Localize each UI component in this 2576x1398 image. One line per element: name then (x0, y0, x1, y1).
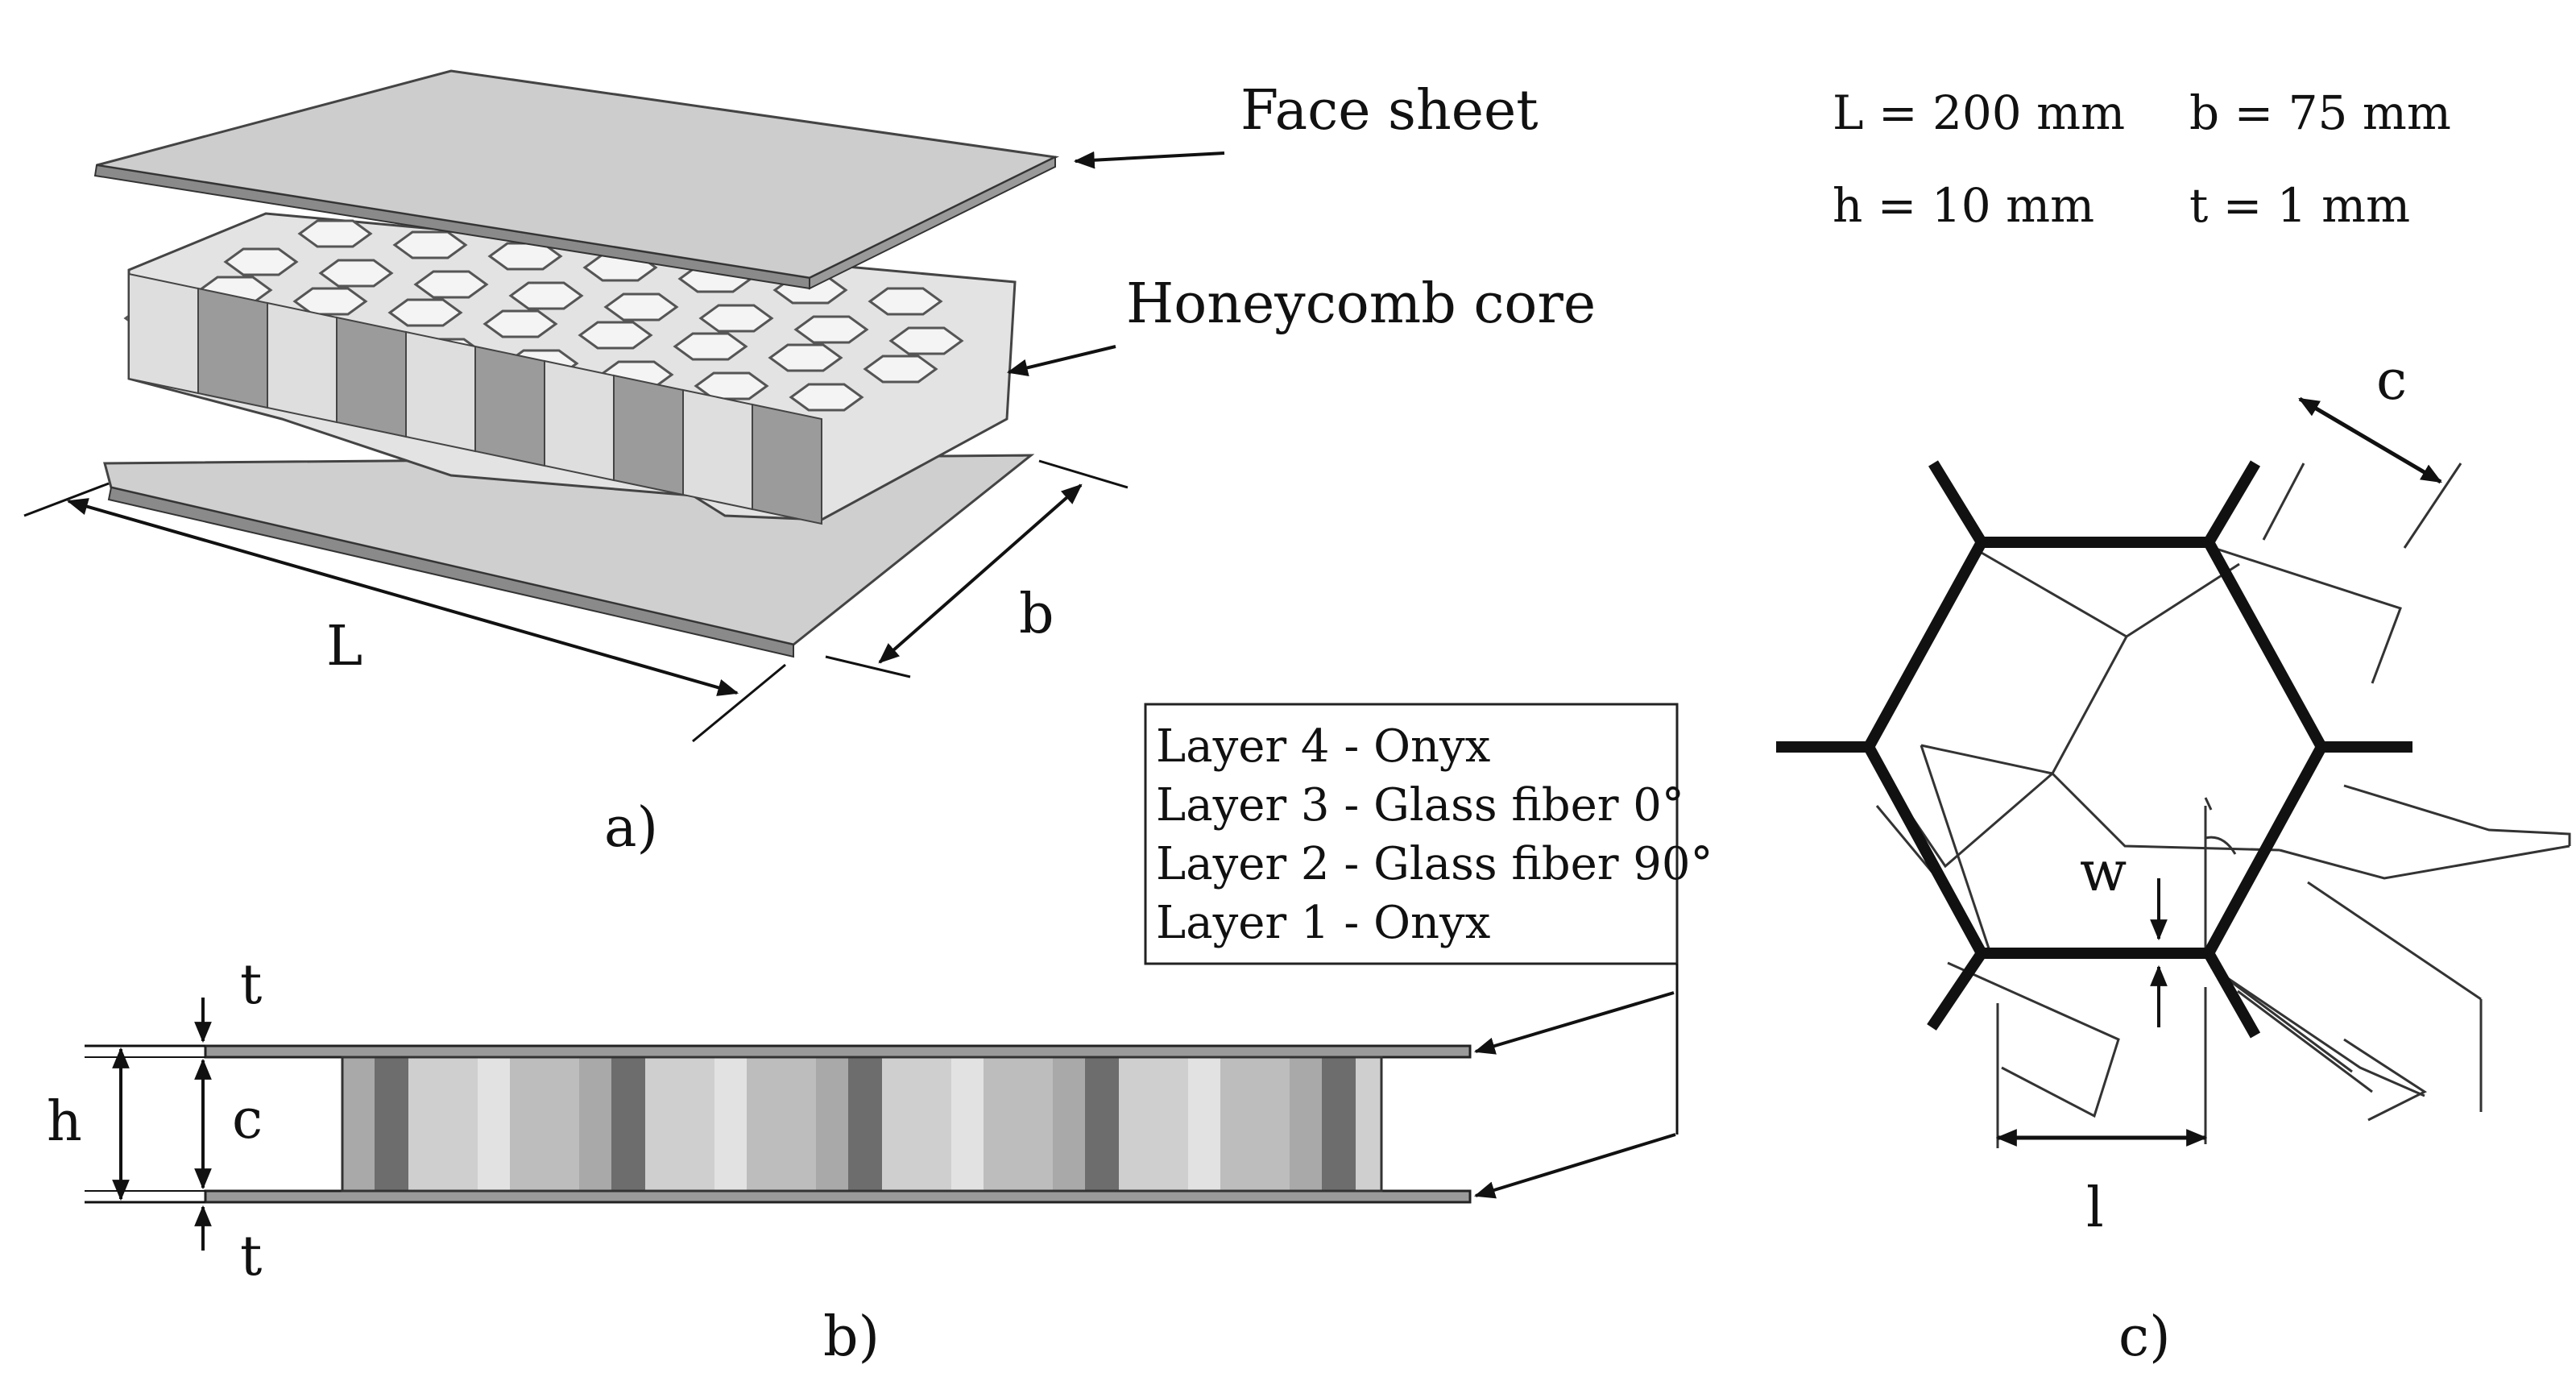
panel-c: c w l c) (1776, 349, 2571, 1369)
core-stripe (747, 1057, 816, 1191)
panel-a-caption: a) (604, 796, 658, 860)
core-cell (223, 247, 299, 276)
core-cell (863, 355, 938, 384)
core-cell (793, 315, 869, 344)
core-stripe (645, 1057, 714, 1191)
core-stripe (1220, 1057, 1290, 1191)
panel-b-caption: b) (823, 1305, 880, 1369)
core-stripe (1188, 1057, 1220, 1191)
core-wall (267, 301, 338, 424)
core-wall (544, 359, 615, 482)
core-cell (694, 371, 769, 400)
legend-arrow-top (1473, 991, 1675, 1055)
face-sheet-label: Face sheet (1240, 79, 1539, 143)
core-cell (768, 343, 843, 372)
core-stripe (714, 1057, 747, 1191)
core-wall (197, 287, 268, 409)
width-label: b (1019, 583, 1054, 646)
core-cell (318, 259, 394, 288)
parameter-list: L = 200 mm b = 75 mm h = 10 mm t = 1 mm (1833, 85, 2451, 233)
core-cell (888, 326, 964, 355)
core-stripe (1322, 1057, 1356, 1191)
core-wall (128, 272, 199, 395)
core-wall (405, 330, 476, 453)
core-cell (698, 304, 774, 333)
top-face-sheet-section (204, 1044, 1472, 1059)
top-face-sheet (93, 69, 1060, 290)
core-stripe (848, 1057, 882, 1191)
core-stripe (984, 1057, 1053, 1191)
c-dimension (2298, 396, 2442, 484)
core-stripe (882, 1057, 951, 1191)
core-label: Honeycomb core (1126, 272, 1596, 336)
core-stripe (510, 1057, 579, 1191)
core-stripe (1356, 1057, 1381, 1191)
length-label: L (326, 615, 362, 678)
hexagon-cell (1776, 460, 2412, 1039)
core-stripe (611, 1057, 645, 1191)
c-label: c (2376, 349, 2407, 413)
core-stripe (579, 1057, 611, 1191)
core-stripe (1119, 1057, 1188, 1191)
l-label: l (2086, 1176, 2104, 1240)
core-stripe (816, 1057, 848, 1191)
panel-c-caption: c) (2118, 1305, 2171, 1369)
core-stripe (951, 1057, 984, 1191)
core-cell (292, 287, 368, 316)
layer-4-label: Layer 4 - Onyx (1156, 720, 1490, 773)
core-stripe (1290, 1057, 1322, 1191)
core-stripe (1053, 1057, 1085, 1191)
layer-2-label: Layer 2 - Glass fiber 90° (1156, 838, 1713, 890)
w-label: w (2080, 840, 2127, 904)
bottom-thickness-label: t (240, 1225, 262, 1288)
core-cell (868, 287, 943, 316)
core-cell (413, 270, 489, 299)
core-wall (752, 403, 822, 525)
core-stripe (375, 1057, 408, 1191)
width-dimension: b (825, 459, 1129, 678)
param-L: L = 200 mm (1833, 85, 2125, 140)
height-label: h (47, 1090, 82, 1154)
core-cell (392, 230, 468, 259)
core-wall (682, 388, 753, 511)
cell-perspective-lines (1867, 463, 2571, 1148)
core-wall (336, 316, 407, 438)
core-height-label: c (232, 1088, 263, 1151)
face-sheet-arrow (1073, 151, 1225, 169)
layer-legend-box (1144, 703, 1679, 965)
param-t: t = 1 mm (2189, 178, 2410, 233)
core-stripe (478, 1057, 510, 1191)
core-stripe (1085, 1057, 1119, 1191)
core-cell (673, 332, 748, 361)
core-arrow (1006, 345, 1116, 376)
core-stripe (408, 1057, 478, 1191)
core-wall (613, 374, 684, 496)
core-cell (387, 298, 463, 327)
param-h: h = 10 mm (1833, 178, 2094, 233)
panel-a: Face sheet Honeycomb core L b a) (23, 69, 1596, 860)
core-section (342, 1057, 1381, 1191)
core-cell (297, 219, 373, 248)
length-dimension: L (23, 482, 786, 743)
panel-b: h c t t Layer 4 - Onyx Layer 3 - Glass f… (47, 703, 1713, 1369)
core-cell (603, 292, 679, 321)
core-cell (482, 309, 558, 338)
honeycomb-core (123, 212, 1017, 525)
core-cell (789, 383, 864, 412)
layer-1-label: Layer 1 - Onyx (1156, 897, 1490, 949)
param-b: b = 75 mm (2189, 85, 2451, 140)
legend-arrow-bottom (1473, 1133, 1676, 1199)
core-wall (474, 345, 545, 467)
core-cell (508, 281, 584, 310)
core-cell (578, 321, 653, 350)
layer-3-label: Layer 3 - Glass fiber 0° (1156, 779, 1684, 832)
core-stripe (342, 1057, 375, 1191)
top-thickness-label: t (240, 953, 262, 1017)
bottom-face-sheet-section (204, 1189, 1472, 1204)
